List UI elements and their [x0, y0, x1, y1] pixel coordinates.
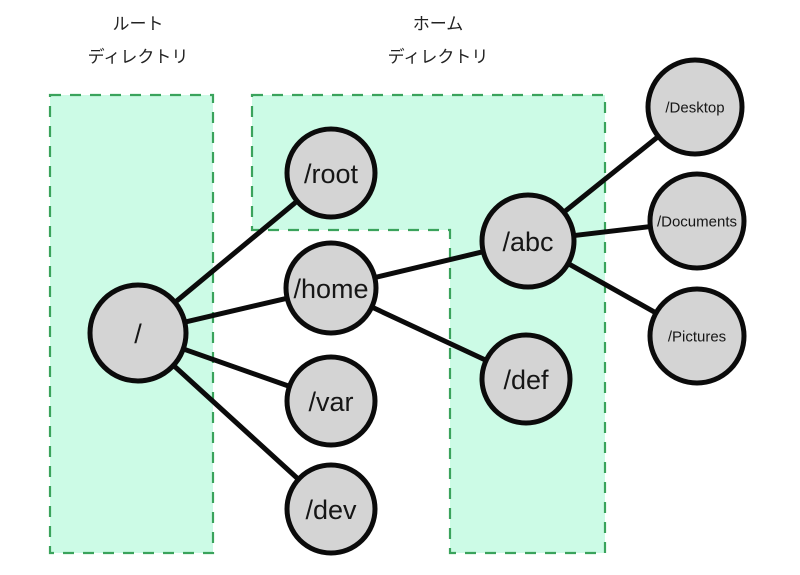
node-root-slash-label: /	[134, 319, 142, 349]
node-dev-label: /dev	[305, 495, 357, 525]
node-var-circle[interactable]	[284, 354, 378, 448]
node-root-slash-circle[interactable]	[87, 282, 189, 384]
node-documents-circle[interactable]	[647, 171, 747, 271]
node-dev-circle[interactable]	[284, 462, 378, 556]
node-pictures-circle[interactable]	[647, 286, 747, 386]
edge-home-abc	[369, 248, 489, 281]
node-dev[interactable]: /dev	[284, 462, 378, 556]
node-abc[interactable]: /abc	[479, 192, 577, 290]
node-documents-label: /Documents	[657, 214, 737, 231]
node-root-dir-label: /root	[304, 159, 359, 189]
node-def[interactable]: /def	[479, 332, 573, 426]
home-directory-region-caption-line1: ホーム	[413, 15, 464, 34]
node-var[interactable]: /var	[284, 354, 378, 448]
home-directory-region-caption-line2: ディレクトリ	[388, 47, 489, 67]
node-pictures-label: /Pictures	[668, 329, 726, 346]
node-def-circle[interactable]	[479, 332, 573, 426]
node-home-label: /home	[293, 274, 368, 304]
edge-slash-var	[177, 345, 295, 390]
edge-home-def	[366, 303, 492, 365]
node-group: / /root/home/var/dev/abc/def/Desktop/Docu…	[87, 57, 747, 556]
node-desktop-circle[interactable]	[645, 57, 745, 157]
node-root-dir[interactable]: /root	[284, 126, 378, 220]
root-directory-region-caption-line2: ディレクトリ	[88, 47, 189, 67]
node-documents[interactable]: /Documents	[647, 171, 747, 271]
edge-abc-desktop	[559, 132, 664, 217]
node-abc-label: /abc	[502, 227, 553, 257]
edge-abc-documents	[568, 223, 656, 239]
edge-slash-root	[170, 196, 302, 307]
node-desktop[interactable]: /Desktop	[645, 57, 745, 157]
node-home[interactable]: /home	[283, 240, 379, 336]
node-def-label: /def	[503, 365, 549, 395]
edge-abc-pictures	[562, 259, 662, 317]
edge-slash-home	[179, 295, 293, 326]
node-abc-circle[interactable]	[479, 192, 577, 290]
node-desktop-label: /Desktop	[665, 100, 724, 117]
node-pictures[interactable]: /Pictures	[647, 286, 747, 386]
edge-group	[168, 132, 664, 484]
node-var-label: /var	[308, 387, 353, 417]
root-directory-region-caption-line1: ルート	[113, 15, 164, 34]
node-root-dir-circle[interactable]	[284, 126, 378, 220]
edge-slash-dev	[168, 360, 304, 484]
node-home-circle[interactable]	[283, 240, 379, 336]
node-root-slash[interactable]: /	[87, 282, 189, 384]
